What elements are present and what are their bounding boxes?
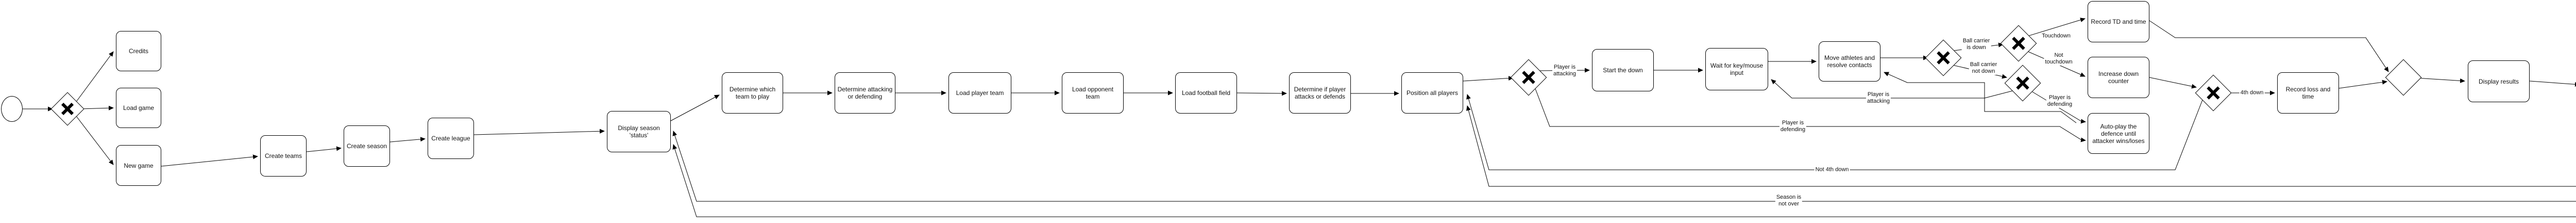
task-display-results-label: Display results [2478,77,2519,85]
task-load-game[interactable]: Load game [116,88,161,128]
task-load-opponent-team-label: Load opponent team [1072,86,1114,100]
task-increase-down-counter[interactable]: Increase down counter [2088,57,2149,98]
task-load-player-team[interactable]: Load player team [948,72,1011,114]
task-determine-attacking-defending[interactable]: Determine attacking or defending [835,72,895,114]
flow-e-menu-credits [76,51,114,102]
task-load-football-field-label: Load football field [1181,89,1231,97]
task-determine-which-team-label: Determine which team to play [729,86,776,100]
task-increase-down-counter-label: Increase down counter [2098,70,2139,85]
task-determine-if-player-attacks-label: Determine if player attacks or defends [1294,86,1346,100]
task-credits[interactable]: Credits [116,31,161,71]
flow-e-changedefend-position-feedback [1466,105,2576,187]
start-event[interactable] [1,96,23,122]
flow-e-merge-results [2416,77,2465,83]
task-record-td-label: Record TD and time [2091,18,2146,25]
flow-e-recordloss-merge [2338,79,2387,89]
flow-e-gwtd-recordtd [2025,18,2086,37]
task-wait-for-input-label: Wait for key/mouse input [1710,62,1764,76]
task-start-the-down[interactable]: Start the down [1592,49,1654,91]
flow-label-e-gwdown-gwatt: Ball carrier not down [1969,61,1998,75]
flow-label-e-gwseason-status-feedback: Season is not over [1775,194,1803,208]
flow-e-gw-autoplay-defending [1533,84,2086,142]
task-create-season-label: Create season [346,142,387,150]
task-determine-attacking-defending-label: Determine attacking or defending [837,86,893,100]
task-load-football-field[interactable]: Load football field [1175,72,1237,114]
flow-label-e-gwtd-increase: Not touchdown [2044,52,2074,66]
flow-e-increase-gw4th [2149,77,2197,89]
flow-e-loop-move-athletes [1884,72,2077,123]
flow-e-status-whichteam [670,94,720,121]
task-move-athletes-label: Move athletes and resolve contacts [1824,54,1875,69]
flow-label-e-gw4th-recordloss: 4th down [2239,89,2265,97]
task-determine-if-player-attacks[interactable]: Determine if player attacks or defends [1289,72,1351,114]
task-display-results[interactable]: Display results [2468,60,2530,102]
task-record-loss[interactable]: Record loss and time [2277,72,2339,114]
task-display-season-status-label: Display season 'status' [618,124,660,139]
task-auto-play-defence[interactable]: Auto-play the defence until attacker win… [2088,113,2149,154]
flow-label-e-gwatt-autoplay: Player is defending [2046,94,2074,108]
flow-e-menu-loadgame [79,105,114,110]
task-auto-play-defence-label: Auto-play the defence until attacker win… [2092,122,2145,145]
task-load-opponent-team[interactable]: Load opponent team [1062,72,1124,114]
task-wait-for-input[interactable]: Wait for key/mouse input [1705,48,1768,90]
flow-e-gwatt-wait-feedback [1771,79,2017,99]
task-display-season-status[interactable]: Display season 'status' [607,111,671,152]
flow-e-train-status-feedback [672,144,2576,217]
flow-e-results-gwwas [2529,81,2576,87]
task-record-td[interactable]: Record TD and time [2088,1,2149,42]
flow-label-e-gwdown-gwtd: Ball carrier is down [1961,38,1991,51]
flow-e-league-status [473,129,605,135]
flow-e-position-gw [1463,76,1514,82]
flow-label-e-gwatt-wait-feedback: Player is attacking [1866,91,1891,105]
task-move-athletes[interactable]: Move athletes and resolve contacts [1819,41,1880,82]
task-new-game-label: New game [124,162,154,169]
flow-e-teams-season [306,146,342,152]
task-create-league[interactable]: Create league [428,118,474,159]
task-position-all-players-label: Position all players [1406,89,1459,97]
task-load-game-label: Load game [123,104,155,112]
flow-label-e-gw-startdown: Player is attacking [1552,64,1578,77]
task-create-teams[interactable]: Create teams [260,135,307,177]
flow-e-recordtd-merge [2149,20,2389,72]
flow-label-e-gwtd-recordtd: Touchdown [2041,33,2072,40]
task-record-loss-label: Record loss and time [2285,86,2331,100]
flow-label-e-gw-autoplay-defending: Player is defending [1779,120,1807,133]
flow-e-season-league [389,137,426,142]
task-credits-label: Credits [128,47,148,55]
flow-label-e-gw4th-position-feedback: Not 4th down [1814,166,1850,173]
task-create-league-label: Create league [431,135,470,142]
task-new-game[interactable]: New game [116,145,161,186]
task-determine-which-team[interactable]: Determine which team to play [722,72,783,114]
task-position-all-players[interactable]: Position all players [1401,72,1463,114]
task-load-player-team-label: Load player team [956,89,1004,97]
flow-e-menu-newgame [76,116,114,165]
task-create-season[interactable]: Create season [344,125,390,167]
task-create-teams-label: Create teams [264,152,302,160]
task-start-the-down-label: Start the down [1603,67,1643,74]
flow-e-newgame-teams [161,154,258,167]
